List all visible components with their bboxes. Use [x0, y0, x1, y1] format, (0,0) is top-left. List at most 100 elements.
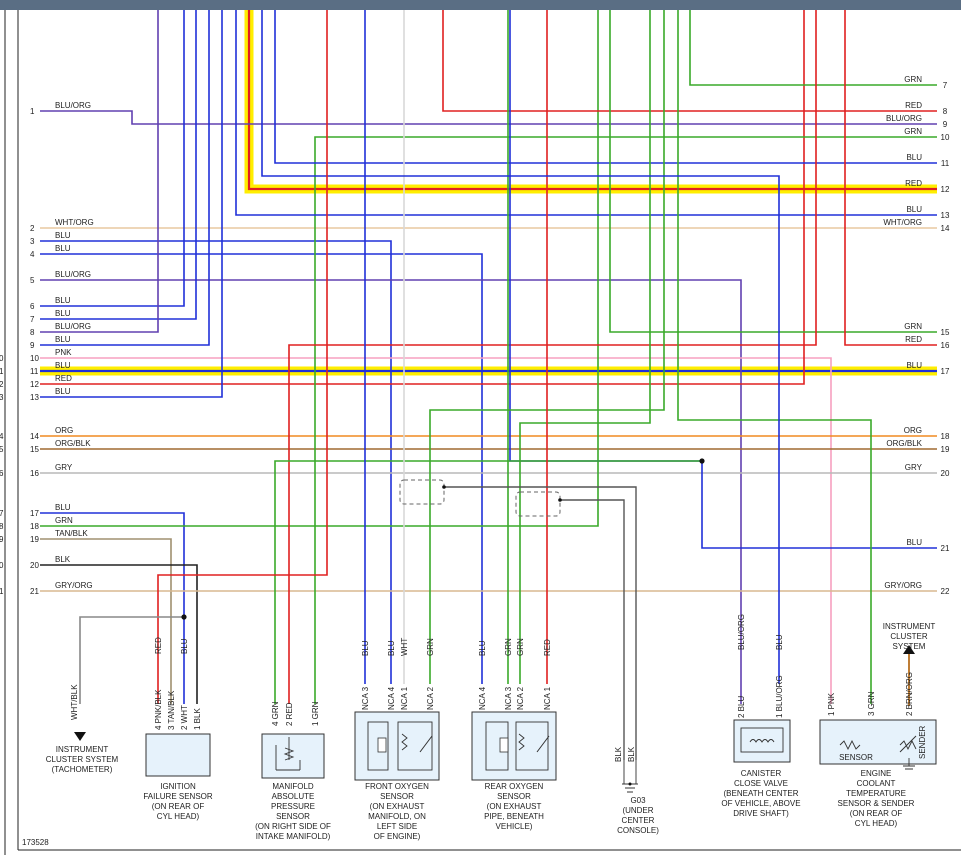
component-name: IGNITION [160, 782, 196, 791]
left-wire-number: 19 [30, 535, 39, 544]
front-oxygen-sensor [354, 711, 440, 781]
left-wire-number: 5 [30, 276, 35, 285]
pin-label: 4 PNK/BLK [154, 689, 163, 730]
ignition-failure-sensor [145, 733, 211, 777]
left-cut-number: 0 [0, 561, 4, 570]
component-name: FRONT OXYGEN [365, 782, 429, 791]
left-wire-number: 15 [30, 445, 39, 454]
right-wire-color: ORG/BLK [886, 439, 922, 448]
rear-oxygen-sensor [471, 711, 557, 781]
right-wire-color: GRN [904, 75, 922, 84]
wire-color-label: GRN [516, 638, 525, 656]
component-name: (BENEATH CENTER [724, 789, 799, 798]
component-name: OF ENGINE) [374, 832, 421, 841]
left-cut-number: 3 [0, 393, 4, 402]
right-wire-number: 18 [941, 432, 950, 441]
pin-label: 1 PNK [827, 692, 836, 716]
left-cut-number: 1 [0, 367, 4, 376]
ground-g03 [622, 760, 638, 793]
right-wire-number: 21 [941, 544, 950, 553]
component-name: MANIFOLD [272, 782, 314, 791]
component-name: MANIFOLD, ON [368, 812, 426, 821]
component-name: CONSOLE) [617, 826, 659, 835]
component-name: (TACHOMETER) [52, 765, 113, 774]
left-wire-color: ORG [55, 426, 73, 435]
left-wire-number: 18 [30, 522, 39, 531]
component-name: (UNDER [622, 806, 653, 815]
left-wire-number: 21 [30, 587, 39, 596]
component-name: CENTER [622, 816, 655, 825]
wire-color-label: BLK [614, 746, 623, 762]
right-wire-labels: GRN7RED8BLU/ORG9GRN10BLU11RED12BLU13WHT/… [883, 75, 950, 596]
left-wire-color: WHT/ORG [55, 218, 94, 227]
wire-color-label: BLU [361, 640, 370, 656]
left-wire-number: 10 [30, 354, 39, 363]
component-name: FAILURE SENSOR [143, 792, 213, 801]
left-wire-number: 17 [30, 509, 39, 518]
right-wire-number: 13 [941, 211, 950, 220]
wire-color-label: BLU [387, 640, 396, 656]
right-wire-number: 17 [941, 367, 950, 376]
component-name: CYL HEAD) [855, 819, 898, 828]
left-cut-number: 1 [0, 587, 4, 596]
right-wire-color: ORG [904, 426, 922, 435]
wire-color-label: RED [543, 639, 552, 656]
component-name: COOLANT [857, 779, 896, 788]
right-wire-number: 20 [941, 469, 950, 478]
left-cut-number: 4 [0, 432, 4, 441]
left-wire-color: BLU [55, 231, 71, 240]
component-name: PIPE, BENEATH [484, 812, 544, 821]
left-cut-number: 2 [0, 380, 4, 389]
pin-label: NCA 4 [478, 686, 487, 710]
left-wire-color: BLU/ORG [55, 270, 91, 279]
left-wire-color: GRY/ORG [55, 581, 93, 590]
pin-label: NCA 2 [516, 686, 525, 710]
component-name: OF VEHICLE, ABOVE [721, 799, 800, 808]
right-wire-number: 16 [941, 341, 950, 350]
pin-label: 3 TAN/BLK [167, 690, 176, 730]
wire-color-label: WHT/BLK [70, 684, 79, 720]
right-wire-color: WHT/ORG [883, 218, 922, 227]
right-wire-color: BLU/ORG [886, 114, 922, 123]
pin-label: 1 BLK [193, 708, 202, 730]
coolant-temperature-sensor [819, 719, 937, 770]
component-name: (ON EXHAUST [487, 802, 542, 811]
right-wire-color: BLU [906, 361, 922, 370]
left-wire-number: 7 [30, 315, 35, 324]
right-wire-color: RED [905, 101, 922, 110]
left-wire-number: 4 [30, 250, 35, 259]
left-wire-number: 2 [30, 224, 35, 233]
component-name: (ON EXHAUST [370, 802, 425, 811]
left-cut-number: 7 [0, 509, 4, 518]
right-wire-number: 22 [941, 587, 950, 596]
left-wire-number: 1 [30, 107, 35, 116]
map-sensor [261, 733, 325, 779]
left-wire-number: 11 [30, 367, 39, 376]
canister-close-valve [733, 719, 791, 763]
right-wire-color: BLU [906, 538, 922, 547]
left-wire-number: 12 [30, 380, 39, 389]
wire-color-label: BLU [775, 634, 784, 650]
wire-color-label: GRN [504, 638, 513, 656]
component-name: CANISTER [741, 769, 782, 778]
inner-label: SENDER [918, 725, 927, 759]
pin-label: NCA 4 [387, 686, 396, 710]
inner-label: SENSOR [839, 753, 873, 762]
left-cut-number: 0 [0, 354, 4, 363]
right-wire-number: 15 [941, 328, 950, 337]
left-wire-color: PNK [55, 348, 72, 357]
component-name: (ON REAR OF [850, 809, 903, 818]
component-name: DRIVE SHAFT) [733, 809, 789, 818]
right-wire-color: BLU [906, 205, 922, 214]
wire-color-label: BLU [478, 640, 487, 656]
left-wire-color: BLU [55, 296, 71, 305]
left-wire-number: 13 [30, 393, 39, 402]
component-name: INTAKE MANIFOLD) [256, 832, 331, 841]
left-wire-color: BLU [55, 309, 71, 318]
right-wire-color: GRN [904, 127, 922, 136]
pin-label: 1 BLU/ORG [775, 675, 784, 718]
pin-label: NCA 2 [426, 686, 435, 710]
component-name: PRESSURE [271, 802, 315, 811]
pin-label: 1 GRN [311, 701, 320, 726]
